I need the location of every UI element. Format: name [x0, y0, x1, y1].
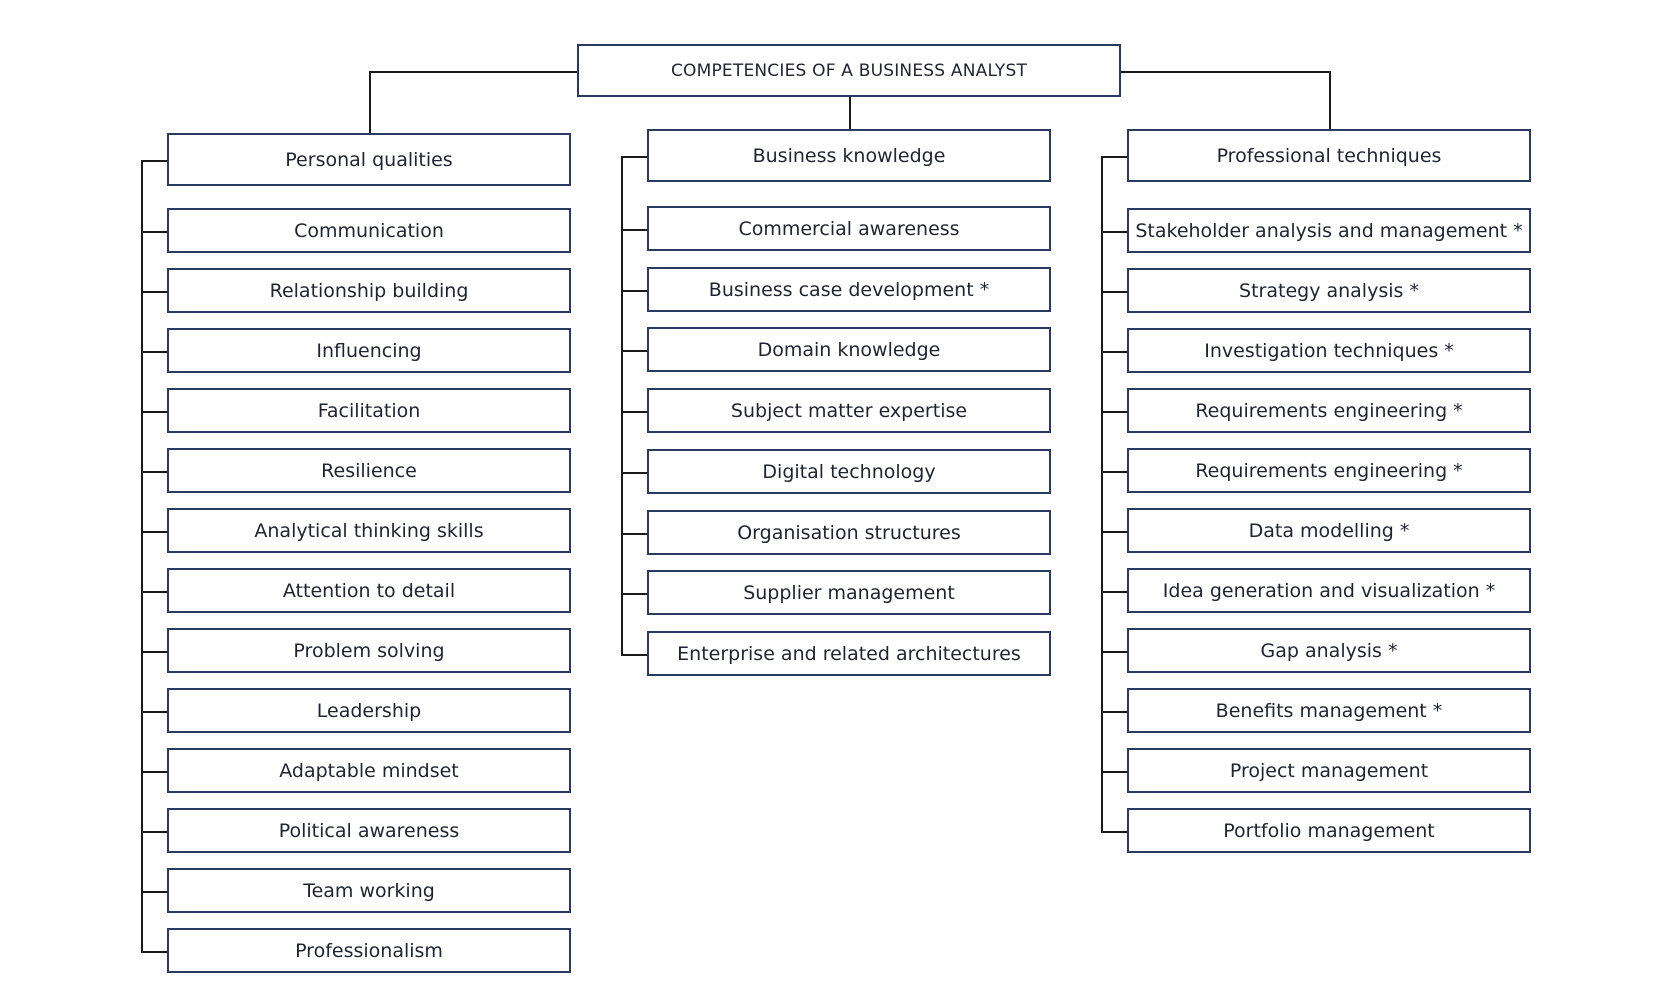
business-knowledge-item: Enterprise and related architectures: [647, 631, 1051, 676]
professional-techniques-item: Gap analysis *: [1127, 628, 1531, 673]
personal-qualities-item-branch: [141, 411, 167, 413]
business-knowledge-header: Business knowledge: [647, 129, 1051, 182]
connector-root-right: [1121, 71, 1331, 73]
professional-techniques-item-branch: [1101, 651, 1127, 653]
professional-techniques-item: Investigation techniques *: [1127, 328, 1531, 373]
professional-techniques-item: Benefits management *: [1127, 688, 1531, 733]
business-knowledge-item-branch: [621, 350, 647, 352]
business-knowledge-item: Supplier management: [647, 570, 1051, 615]
personal-qualities-item: Facilitation: [167, 388, 571, 433]
business-knowledge-item: Business case development *: [647, 267, 1051, 312]
professional-techniques-item: Requirements engineering *: [1127, 388, 1531, 433]
personal-qualities-header: Personal qualities: [167, 133, 571, 186]
personal-qualities-item: Team working: [167, 868, 571, 913]
business-knowledge-item: Subject matter expertise: [647, 388, 1051, 433]
professional-techniques-item: Portfolio management: [1127, 808, 1531, 853]
professional-techniques-item-branch: [1101, 771, 1127, 773]
professional-techniques-item-branch: [1101, 471, 1127, 473]
professional-techniques-header: Professional techniques: [1127, 129, 1531, 182]
personal-qualities-item: Leadership: [167, 688, 571, 733]
business-knowledge-item-branch: [621, 290, 647, 292]
professional-techniques-header-branch: [1101, 156, 1127, 158]
personal-qualities-item-branch: [141, 951, 167, 953]
business-knowledge-item-branch: [621, 472, 647, 474]
connector-root-right-drop: [1329, 71, 1331, 129]
connector-root-center-drop: [849, 97, 851, 129]
personal-qualities-item-branch: [141, 591, 167, 593]
business-knowledge-item: Digital technology: [647, 449, 1051, 494]
professional-techniques-item: Stakeholder analysis and management *: [1127, 208, 1531, 253]
personal-qualities-item: Resilience: [167, 448, 571, 493]
professional-techniques-item-branch: [1101, 351, 1127, 353]
connector-root-left: [369, 71, 577, 73]
professional-techniques-item-branch: [1101, 411, 1127, 413]
professional-techniques-item-branch: [1101, 831, 1127, 833]
professional-techniques-item-branch: [1101, 711, 1127, 713]
personal-qualities-item-branch: [141, 291, 167, 293]
personal-qualities-item-branch: [141, 771, 167, 773]
professional-techniques-item: Project management: [1127, 748, 1531, 793]
personal-qualities-trunk: [141, 160, 143, 953]
business-knowledge-item-branch: [621, 533, 647, 535]
professional-techniques-item: Requirements engineering *: [1127, 448, 1531, 493]
professional-techniques-item-branch: [1101, 231, 1127, 233]
business-knowledge-item: Organisation structures: [647, 510, 1051, 555]
personal-qualities-item-branch: [141, 831, 167, 833]
business-knowledge-item-branch: [621, 593, 647, 595]
personal-qualities-item: Political awareness: [167, 808, 571, 853]
personal-qualities-item-branch: [141, 231, 167, 233]
professional-techniques-item: Strategy analysis *: [1127, 268, 1531, 313]
personal-qualities-item-branch: [141, 651, 167, 653]
personal-qualities-item-branch: [141, 351, 167, 353]
personal-qualities-item: Adaptable mindset: [167, 748, 571, 793]
professional-techniques-trunk: [1101, 156, 1103, 833]
professional-techniques-item-branch: [1101, 591, 1127, 593]
personal-qualities-item-branch: [141, 891, 167, 893]
personal-qualities-item: Relationship building: [167, 268, 571, 313]
personal-qualities-item: Attention to detail: [167, 568, 571, 613]
business-knowledge-item: Domain knowledge: [647, 327, 1051, 372]
personal-qualities-item-branch: [141, 471, 167, 473]
business-knowledge-item-branch: [621, 229, 647, 231]
connector-root-left-drop: [369, 71, 371, 133]
professional-techniques-item-branch: [1101, 291, 1127, 293]
business-knowledge-trunk: [621, 156, 623, 656]
business-knowledge-item-branch: [621, 411, 647, 413]
professional-techniques-item: Idea generation and visualization *: [1127, 568, 1531, 613]
personal-qualities-item-branch: [141, 711, 167, 713]
personal-qualities-header-branch: [141, 160, 167, 162]
business-knowledge-item-branch: [621, 654, 647, 656]
personal-qualities-item: Communication: [167, 208, 571, 253]
personal-qualities-item: Professionalism: [167, 928, 571, 973]
personal-qualities-item: Problem solving: [167, 628, 571, 673]
personal-qualities-item: Influencing: [167, 328, 571, 373]
professional-techniques-item: Data modelling *: [1127, 508, 1531, 553]
business-knowledge-item: Commercial awareness: [647, 206, 1051, 251]
root-node: COMPETENCIES OF A BUSINESS ANALYST: [577, 44, 1121, 97]
professional-techniques-item-branch: [1101, 531, 1127, 533]
business-knowledge-header-branch: [621, 156, 647, 158]
personal-qualities-item-branch: [141, 531, 167, 533]
personal-qualities-item: Analytical thinking skills: [167, 508, 571, 553]
